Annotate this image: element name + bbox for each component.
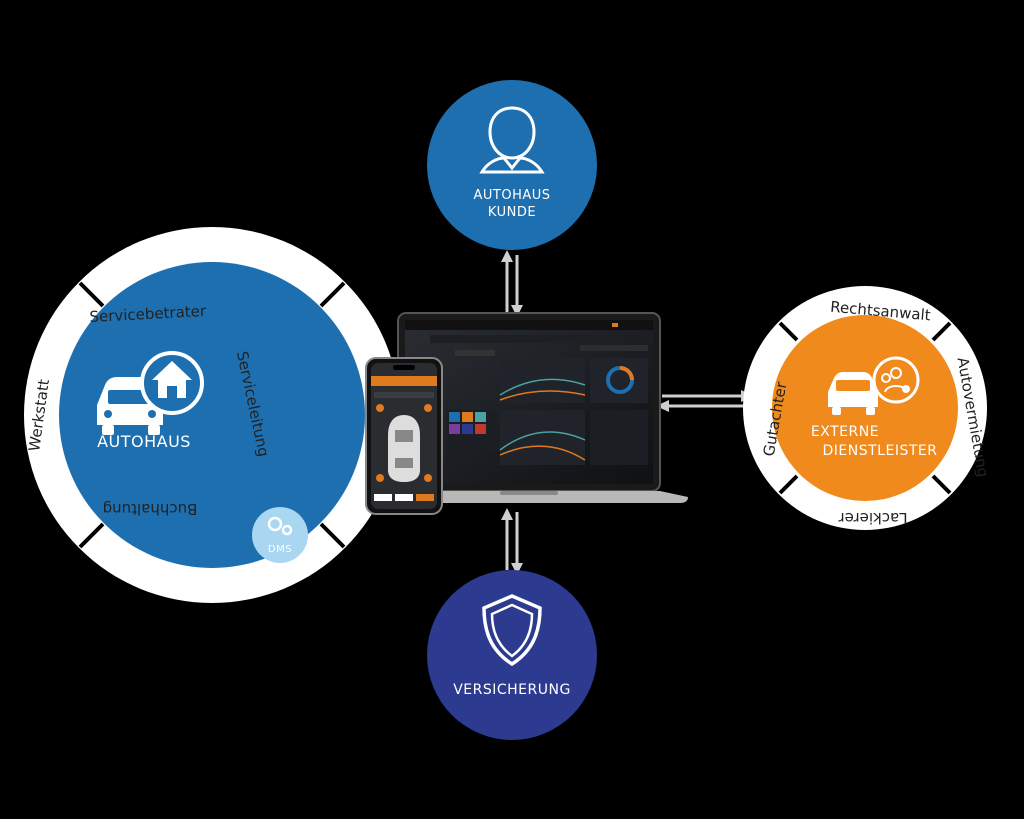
externe-label-1: EXTERNE	[811, 424, 879, 440]
node-externe-dienstleister: EXTERNE DIENSTLEISTER Rechtsanwalt Autov…	[743, 286, 992, 530]
node-autohaus-kunde: AUTOHAUS KUNDE	[427, 80, 597, 250]
autohaus-kunde-label-1: AUTOHAUS	[473, 188, 550, 203]
externe-label-2: DIENSTLEISTER	[823, 443, 938, 459]
ring-label-lackierer: Lackierer	[838, 509, 908, 527]
node-dms: DMS	[252, 507, 308, 563]
phone-mockup	[365, 357, 443, 515]
ring-label-buchhaltung: Buchhaltung	[103, 500, 198, 518]
autohaus-kunde-label-2: KUNDE	[488, 205, 536, 220]
gears-icon	[267, 516, 293, 536]
person-icon	[479, 106, 545, 174]
node-autohaus: AUTOHAUS Servicebetrater Serviceleitung …	[24, 227, 400, 603]
versicherung-label: VERSICHERUNG	[453, 682, 571, 698]
dms-label: DMS	[268, 544, 292, 555]
laptop-mockup	[370, 312, 688, 503]
shield-icon	[482, 594, 542, 667]
autohaus-label: AUTOHAUS	[97, 432, 191, 451]
car-house-icon	[97, 351, 204, 435]
car-people-icon	[828, 356, 920, 415]
node-versicherung: VERSICHERUNG	[427, 570, 597, 740]
